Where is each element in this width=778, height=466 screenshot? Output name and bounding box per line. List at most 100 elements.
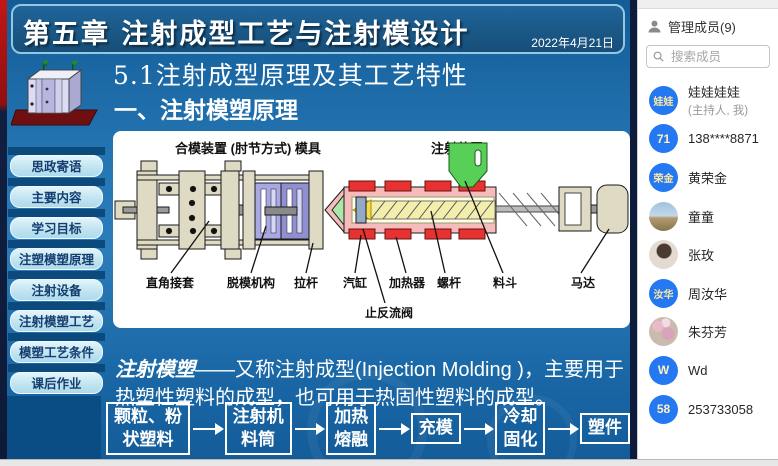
member-row[interactable]: 娃娃娃娃娃娃 (主持人, 我) bbox=[638, 81, 778, 120]
nav-divider bbox=[8, 240, 105, 248]
definition-paragraph: 注射模塑——又称注射成型(Injection Molding )，主要用于热塑性… bbox=[115, 355, 630, 412]
member-row[interactable]: 张玫 bbox=[638, 235, 778, 274]
member-avatar-photo bbox=[649, 201, 678, 231]
part-label: 螺杆 bbox=[437, 275, 461, 290]
member-name: 张玫 bbox=[688, 248, 715, 264]
member-name: 138****8871 bbox=[688, 131, 759, 147]
check-valve-label: 止反流阀 bbox=[365, 305, 413, 320]
member-avatar: W bbox=[649, 355, 678, 385]
member-info: 黄荣金 bbox=[688, 168, 727, 187]
member-row[interactable]: 朱芬芳 bbox=[638, 313, 778, 352]
presentation-area: 第五章 注射成型工艺与注射模设计 2022年4月21日 思政寄语主要内容学习目标… bbox=[7, 0, 630, 459]
subsection-title: 一、注射模塑原理 bbox=[114, 97, 298, 123]
chapter-title: 第五章 注射成型工艺与注射模设计 bbox=[23, 19, 470, 50]
nav-button-5[interactable]: 注射设备 bbox=[10, 279, 103, 301]
machine-diagram-panel: 合模装置 (肘节方式) 模具 注射装置 bbox=[113, 131, 630, 328]
leader-lines bbox=[170, 180, 610, 304]
flow-step: 加热 熔融 bbox=[326, 402, 377, 455]
slide-date: 2022年4月21日 bbox=[531, 36, 614, 50]
member-name: 黄荣金 bbox=[688, 170, 728, 186]
section-title: 5.1注射成型原理及其工艺特性 bbox=[113, 61, 468, 90]
nav-button-3[interactable]: 学习目标 bbox=[10, 217, 103, 239]
member-row[interactable]: 童童 bbox=[638, 197, 778, 236]
member-avatar: 娃娃 bbox=[649, 85, 678, 115]
panel-header: 管理成员(9) bbox=[638, 9, 778, 36]
nav-button-7[interactable]: 模塑工艺条件 bbox=[10, 341, 103, 363]
member-name: Wd bbox=[688, 362, 708, 378]
flow-step: 充模 bbox=[410, 413, 461, 444]
search-icon bbox=[653, 51, 664, 62]
injection-unit bbox=[324, 142, 629, 240]
member-name: 朱芬芳 bbox=[688, 325, 728, 341]
member-info: 253733058 bbox=[688, 402, 753, 417]
nav-button-2[interactable]: 主要内容 bbox=[10, 186, 103, 208]
part-label: 拉杆 bbox=[294, 275, 318, 290]
clamping-unit bbox=[114, 160, 320, 260]
flow-arrow bbox=[294, 422, 325, 435]
member-row[interactable]: W Wd bbox=[638, 351, 778, 390]
member-avatar-photo bbox=[649, 240, 678, 270]
bottom-edge-strip bbox=[0, 459, 778, 466]
member-info: 周汝华 bbox=[688, 284, 727, 303]
bottom-left-panel bbox=[7, 396, 101, 459]
flow-arrow bbox=[379, 422, 410, 435]
member-avatar: 58 bbox=[649, 394, 678, 424]
flow-step: 冷却 固化 bbox=[495, 402, 546, 455]
right-edge-strip bbox=[630, 0, 637, 459]
member-info: 朱芬芳 bbox=[688, 322, 727, 341]
nav-divider bbox=[8, 302, 105, 310]
member-info: 张玫 bbox=[688, 245, 714, 264]
member-info: 娃娃娃娃 (主持人, 我) bbox=[688, 82, 748, 118]
injection-molding-diagram: 合模装置 (肘节方式) 模具 注射装置 bbox=[114, 141, 629, 320]
member-avatar-photo bbox=[649, 317, 678, 347]
member-name: 娃娃娃娃 bbox=[688, 85, 741, 101]
left-edge-strip bbox=[0, 0, 7, 459]
part-label: 马达 bbox=[571, 275, 595, 290]
person-icon bbox=[648, 20, 661, 33]
process-flowchart: 颗粒、粉 状塑料注射机 料筒加热 熔融充模冷却 固化塑件 bbox=[106, 399, 630, 458]
panel-title: 管理成员(9) bbox=[668, 20, 736, 35]
flow-step: 塑件 bbox=[579, 413, 630, 444]
nav-divider bbox=[8, 271, 105, 279]
clamping-unit-label: 合模装置 (肘节方式) 模具 bbox=[175, 141, 321, 156]
member-avatar: 71 bbox=[649, 124, 678, 154]
definition-term: 注射模塑 bbox=[115, 357, 195, 381]
search-input[interactable] bbox=[669, 48, 763, 65]
nav-divider bbox=[8, 147, 105, 155]
member-avatar: 汝华 bbox=[649, 278, 678, 308]
member-row[interactable]: 71 138****8871 bbox=[638, 120, 778, 159]
nav-divider bbox=[8, 333, 105, 341]
nav-button-1[interactable]: 思政寄语 bbox=[10, 155, 103, 177]
member-avatar: 荣金 bbox=[649, 162, 678, 192]
member-role: (主持人, 我) bbox=[688, 105, 749, 118]
flow-arrow bbox=[193, 422, 224, 435]
member-name: 童童 bbox=[688, 209, 715, 225]
panel-top-strip bbox=[638, 0, 778, 9]
chapter-titlebar: 第五章 注射成型工艺与注射模设计 2022年4月21日 bbox=[11, 4, 625, 54]
nav-divider bbox=[8, 178, 105, 186]
part-label: 加热器 bbox=[388, 275, 426, 290]
member-row[interactable]: 荣金黄荣金 bbox=[638, 158, 778, 197]
flow-step: 注射机 料筒 bbox=[224, 402, 292, 455]
member-row[interactable]: 汝华周汝华 bbox=[638, 274, 778, 313]
slide-nav: 思政寄语主要内容学习目标注塑模塑原理注射设备注射模塑工艺模塑工艺条件课后作业 bbox=[8, 147, 105, 395]
member-info: 童童 bbox=[688, 207, 714, 226]
part-label: 直角接套 bbox=[146, 275, 195, 290]
nav-button-6[interactable]: 注射模塑工艺 bbox=[10, 310, 103, 332]
member-row[interactable]: 58 253733058 bbox=[638, 390, 778, 429]
flow-arrow bbox=[548, 422, 579, 435]
part-label: 脱模机构 bbox=[227, 275, 275, 290]
member-search-box[interactable] bbox=[646, 45, 770, 68]
mold bbox=[242, 170, 324, 250]
part-label: 料斗 bbox=[493, 275, 517, 290]
nav-button-4[interactable]: 注塑模塑原理 bbox=[10, 248, 103, 270]
member-name: 周汝华 bbox=[688, 286, 728, 302]
member-name: 253733058 bbox=[688, 401, 754, 417]
nav-button-8[interactable]: 课后作业 bbox=[10, 372, 103, 394]
member-info: 138****8871 bbox=[688, 131, 759, 146]
definition-body: ——又称注射成型(Injection Molding )，主要用于热塑性塑料的成… bbox=[115, 359, 624, 409]
mold-thumbnail-image bbox=[11, 59, 98, 126]
